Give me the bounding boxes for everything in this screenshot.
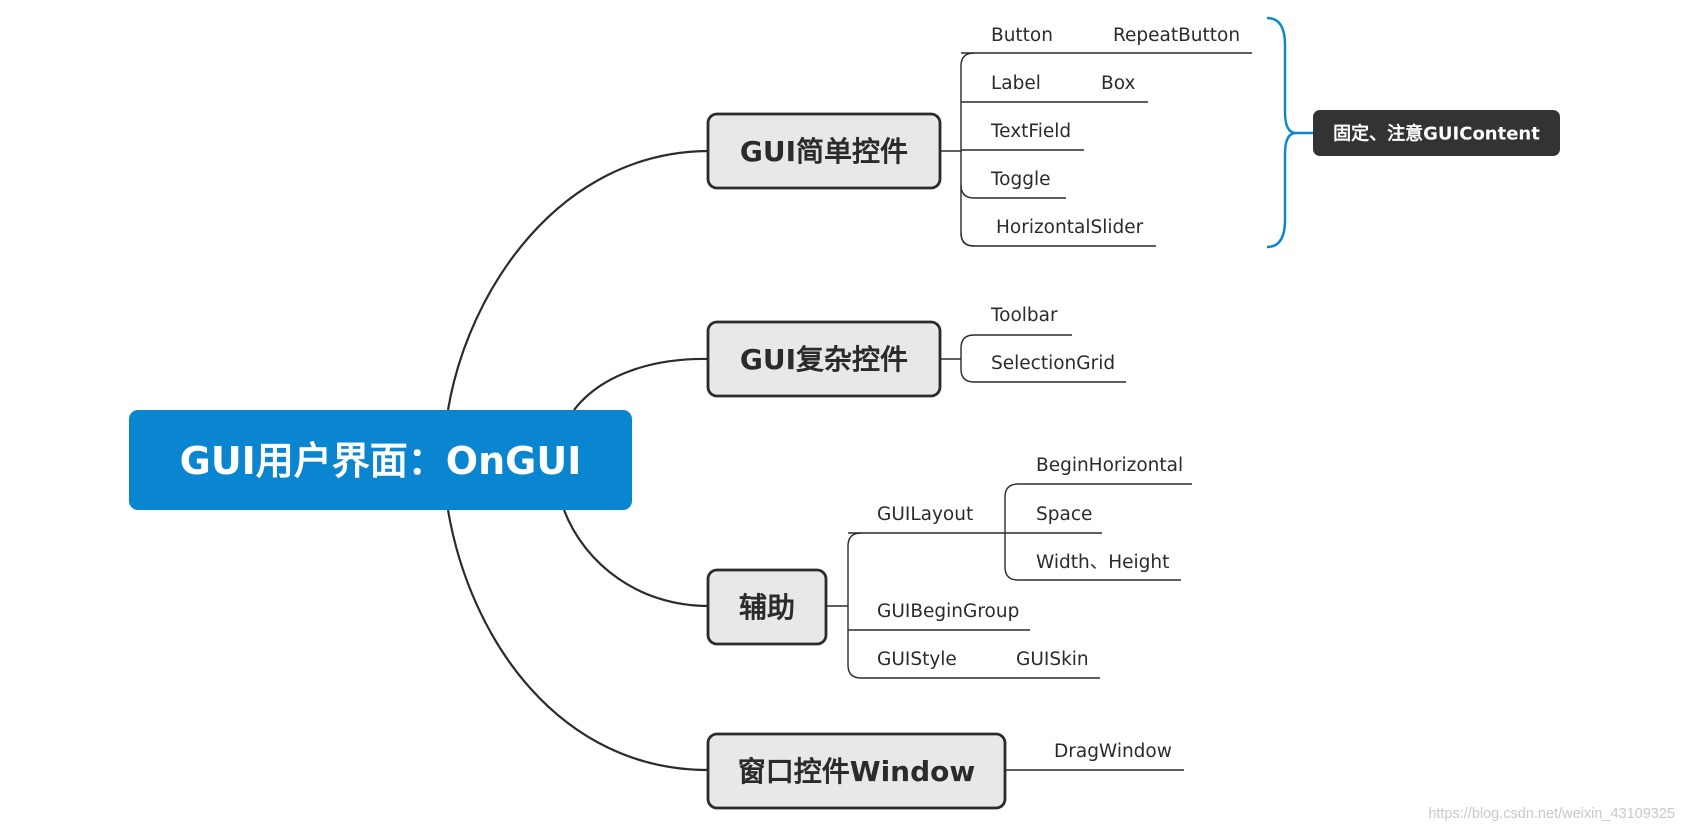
branch-helper-label: 辅助 (739, 591, 795, 624)
leaf-dragwindow: DragWindow (1054, 741, 1172, 762)
branch-helper[interactable]: 辅助 (706, 568, 828, 646)
connector-root-helper (562, 509, 709, 608)
leaf-textfield: TextField (990, 121, 1071, 142)
leaf-horizontalslider: HorizontalSlider (996, 217, 1144, 238)
leaf-guibegingroup: GUIBeginGroup (877, 601, 1019, 622)
leaf-toggle: Toggle (990, 169, 1050, 190)
watermark-text: https://blog.csdn.net/weixin_43109325 (1428, 806, 1675, 822)
leaf-beginhorizontal: BeginHorizontal (1036, 455, 1183, 476)
connector-root-window (446, 509, 709, 772)
helper-leaves: GUILayout BeginHorizontal Space Width、He… (826, 455, 1192, 679)
complex-controls-leaves: Toolbar SelectionGrid (940, 305, 1126, 383)
leaf-box: Box (1101, 73, 1135, 94)
branch-simple-label: GUI简单控件 (740, 135, 908, 168)
summary-note-label: 固定、注意GUIContent (1333, 123, 1540, 145)
leaf-guilayout: GUILayout (877, 504, 973, 525)
branch-window-label: 窗口控件Window (738, 755, 976, 788)
leaf-guiskin: GUISkin (1016, 649, 1089, 670)
leaf-selectiongrid: SelectionGrid (991, 353, 1115, 374)
summary-brace (1266, 16, 1297, 249)
leaf-toolbar: Toolbar (990, 305, 1058, 326)
leaf-width-height: Width、Height (1036, 552, 1169, 573)
leaf-repeatbutton: RepeatButton (1113, 25, 1240, 46)
leaf-guistyle: GUIStyle (877, 649, 957, 670)
summary-note[interactable]: 固定、注意GUIContent (1313, 110, 1560, 156)
root-node[interactable]: GUI用户界面：OnGUI (129, 410, 632, 510)
leaf-space: Space (1036, 504, 1092, 525)
root-label: GUI用户界面：OnGUI (180, 439, 582, 483)
branch-complex-controls[interactable]: GUI复杂控件 (706, 320, 942, 398)
simple-controls-leaves: Button RepeatButton Label Box TextField … (940, 25, 1252, 247)
window-leaves: DragWindow (1005, 741, 1184, 771)
connector-root-complex (573, 357, 709, 411)
branch-simple-controls[interactable]: GUI简单控件 (706, 112, 942, 190)
branch-window[interactable]: 窗口控件Window (706, 732, 1007, 810)
leaf-button: Button (991, 25, 1053, 46)
connector-root-simple (446, 149, 709, 411)
branch-complex-label: GUI复杂控件 (740, 343, 908, 376)
leaf-label: Label (991, 73, 1041, 94)
